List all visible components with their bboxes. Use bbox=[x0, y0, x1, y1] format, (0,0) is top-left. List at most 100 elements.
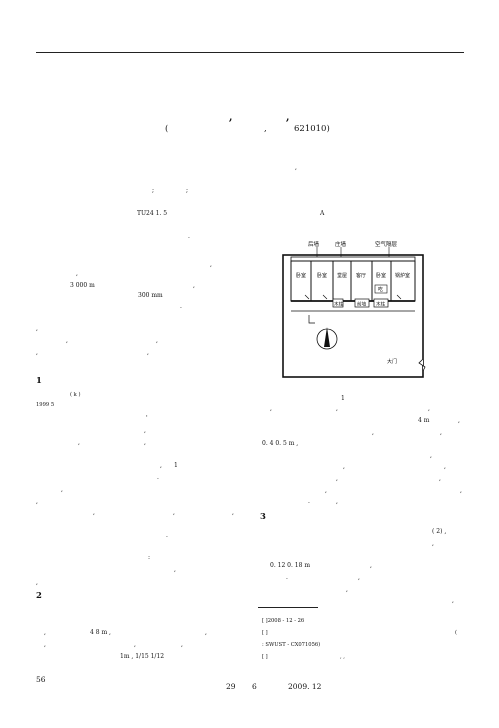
ratio-comma-left: , bbox=[44, 641, 46, 648]
abstract-mark-4: . bbox=[188, 233, 190, 240]
depth-value: 300 mm bbox=[138, 292, 163, 299]
left-mark-1: , bbox=[210, 261, 212, 268]
right-comma-4: , bbox=[458, 417, 460, 424]
range-comma-right: , bbox=[205, 629, 207, 636]
right-comma-1: , bbox=[270, 405, 272, 412]
left-comma-3a: , bbox=[36, 349, 38, 356]
right-comma-10: , bbox=[336, 475, 338, 482]
label-wood-2: 前墙 bbox=[357, 301, 367, 308]
right-comma-2: , bbox=[336, 405, 338, 412]
stove-box bbox=[374, 284, 388, 294]
right-dot-2: . bbox=[286, 574, 288, 581]
section-3-number: 3 bbox=[260, 512, 266, 522]
left-comma-3b: , bbox=[147, 349, 149, 356]
left-comma-5a: , bbox=[160, 462, 162, 469]
label-air-layer: 空气隔层 bbox=[375, 240, 398, 248]
abstract-mark-3: ; bbox=[186, 187, 189, 194]
left-one: 1 bbox=[174, 462, 178, 469]
wood-pillar-box-3 bbox=[373, 298, 389, 308]
right-comma-15: , bbox=[432, 540, 434, 547]
wood-pillar-box-2 bbox=[354, 298, 370, 308]
footer-volume: 29 bbox=[226, 682, 236, 691]
author-comma-1: , bbox=[229, 112, 233, 123]
classification-code: TU24 1. 5 bbox=[137, 210, 168, 217]
figure-2-reference: ( 2) , bbox=[432, 528, 447, 535]
left-comma-7b: , bbox=[93, 509, 95, 516]
section-1-number: 1 bbox=[36, 376, 42, 386]
footnote-author-commas: , , bbox=[340, 654, 345, 660]
left-quote-1: ' bbox=[146, 415, 148, 422]
label-machine-room: 锅炉室 bbox=[395, 272, 410, 279]
right-dot-1: . bbox=[308, 498, 310, 505]
label-room-2: 卧室 bbox=[317, 272, 327, 279]
right-range: 0. 4 0. 5 m , bbox=[262, 440, 299, 447]
right-comma-7: , bbox=[430, 452, 432, 459]
door-marks bbox=[304, 294, 402, 300]
section-2-number: 2 bbox=[36, 591, 42, 601]
ratio-text: 1m , 1/15 1/12 bbox=[120, 653, 165, 660]
left-comma-8: , bbox=[174, 566, 176, 573]
footnote-rule bbox=[258, 607, 318, 608]
north-arrow bbox=[324, 327, 330, 347]
right-comma-9: , bbox=[444, 463, 446, 470]
k-label: ( k ) bbox=[70, 392, 81, 398]
left-comma-2a: , bbox=[66, 337, 68, 344]
right-comma-13: , bbox=[460, 487, 462, 494]
right-comma-14: , bbox=[336, 498, 338, 505]
left-dot-1: . bbox=[180, 303, 182, 310]
right-comma-12: , bbox=[325, 487, 327, 494]
figure-caption-number: 1 bbox=[341, 395, 345, 402]
gate-break bbox=[418, 358, 426, 372]
footer-issue: 6 bbox=[252, 682, 257, 691]
label-back-wall: 后墙 bbox=[308, 240, 320, 248]
range-text: 4 8 m , bbox=[90, 629, 111, 636]
right-comma-16: , bbox=[370, 562, 372, 569]
footnote-fund: [ ] bbox=[262, 630, 268, 636]
outer-wall bbox=[282, 254, 424, 378]
left-dot-3: . bbox=[166, 532, 168, 539]
footnote-fund-paren: ( bbox=[455, 630, 458, 636]
label-room-5: 卧室 bbox=[376, 272, 386, 279]
left-comma-6: , bbox=[61, 486, 63, 493]
right-comma-8: , bbox=[343, 463, 345, 470]
label-wood-1: 木柱 bbox=[334, 301, 344, 308]
left-dot-2: . bbox=[157, 474, 159, 481]
left-quote-2: , bbox=[144, 427, 146, 434]
ratio-comma-mid: , bbox=[134, 641, 136, 648]
label-left-wall: 庄墙 bbox=[335, 240, 347, 248]
floor-plan-figure: 后墙 庄墙 空气隔层 卧室 卧室 堂屋 客厅 卧室 吃 锅炉室 木柱 前墙 木柱… bbox=[282, 240, 426, 378]
room-block bbox=[290, 260, 416, 302]
wood-pillar-box-1 bbox=[332, 298, 344, 308]
left-mark-2: , bbox=[76, 270, 78, 277]
right-comma-3: , bbox=[428, 405, 430, 412]
affiliation-postcode: 621010) bbox=[294, 124, 330, 134]
area-comma: , bbox=[193, 282, 195, 289]
right-comma-19: , bbox=[452, 597, 454, 604]
abstract-mark-1: , bbox=[295, 164, 297, 171]
abstract-mark-2: ; bbox=[152, 187, 155, 194]
ratio-comma-right: , bbox=[181, 641, 183, 648]
author-comma-2: , bbox=[286, 112, 290, 123]
left-comma-4b: , bbox=[144, 439, 146, 446]
page-number: 56 bbox=[36, 675, 46, 684]
document-code: A bbox=[320, 210, 325, 217]
range-comma-left: , bbox=[44, 629, 46, 636]
label-room-1: 卧室 bbox=[296, 272, 306, 279]
label-room-4: 客厅 bbox=[356, 272, 366, 279]
footer-date: 2009. 12 bbox=[288, 682, 322, 691]
left-colon: : bbox=[148, 554, 151, 561]
right-comma-5: , bbox=[372, 429, 374, 436]
label-gate: 大门 bbox=[387, 358, 397, 365]
affiliation-comma: , bbox=[264, 124, 267, 134]
label-wood-3: 木柱 bbox=[376, 301, 386, 308]
label-stove: 吃 bbox=[378, 286, 383, 293]
right-value-4m: 4 m bbox=[418, 417, 430, 424]
left-comma-7d: , bbox=[232, 509, 234, 516]
left-comma-2b: , bbox=[156, 337, 158, 344]
label-room-3: 堂屋 bbox=[337, 272, 347, 279]
air-layer-band bbox=[290, 256, 416, 262]
right-comma-18: , bbox=[346, 586, 348, 593]
left-comma-4a: , bbox=[78, 439, 80, 446]
header-rule bbox=[36, 52, 464, 53]
year-text: 1999 5 bbox=[36, 402, 55, 408]
